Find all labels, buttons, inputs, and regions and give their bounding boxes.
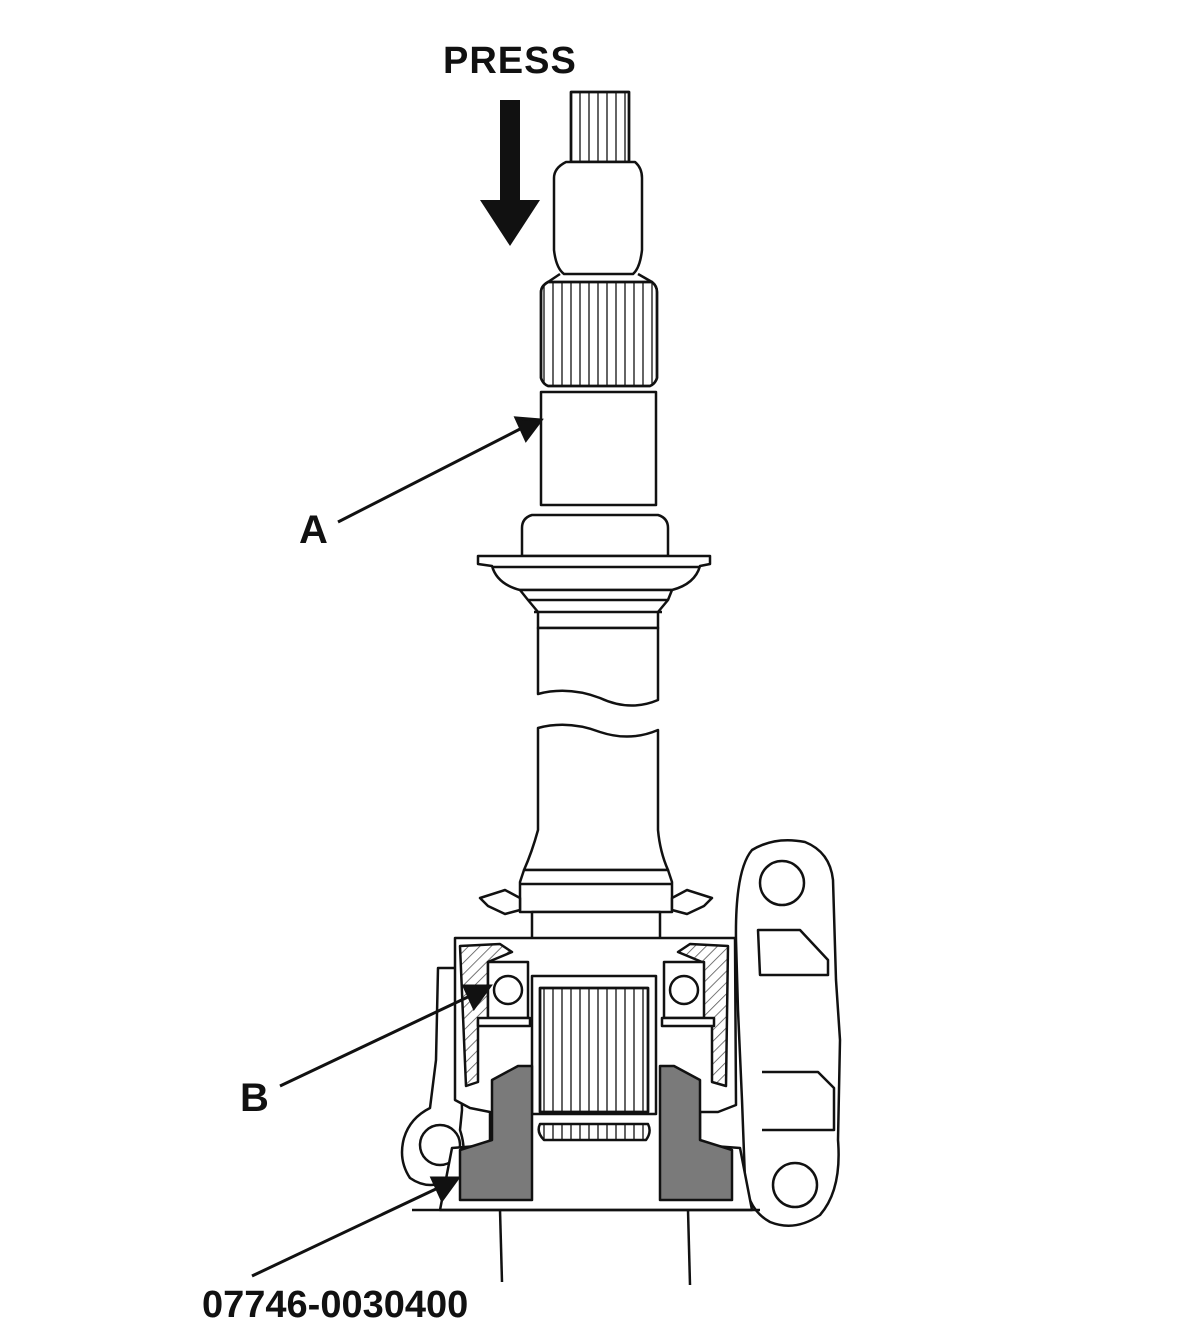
upper-mount-hole [760,861,804,905]
shaft-upper-section [538,628,658,706]
dust-flange [478,556,710,590]
shaft-neck [554,162,642,274]
leader-lines [252,418,541,1276]
part-b-label: B [240,1076,269,1120]
circlip [480,890,712,914]
boot-taper [520,590,672,628]
part-a-collar [522,515,668,556]
leader-tool [252,1178,458,1276]
hub-splined-bore [532,976,656,1140]
bearing-b-left [478,962,530,1026]
press-label: PRESS [443,40,577,82]
part-a-body [541,392,656,505]
bearing-right [662,962,714,1026]
tool-number-label: 07746-0030400 [202,1284,469,1326]
leader-a [338,418,541,522]
knuckle-assembly [402,840,840,1285]
outer-splines [541,274,657,386]
leader-b [280,986,490,1086]
special-tool-support [460,1066,732,1200]
shaft-lower-section [524,725,668,870]
part-a-label: A [299,508,328,552]
lower-mount-hole [773,1163,817,1207]
press-arrow [480,100,540,246]
threaded-end [571,92,629,162]
lower-collar [520,870,672,912]
